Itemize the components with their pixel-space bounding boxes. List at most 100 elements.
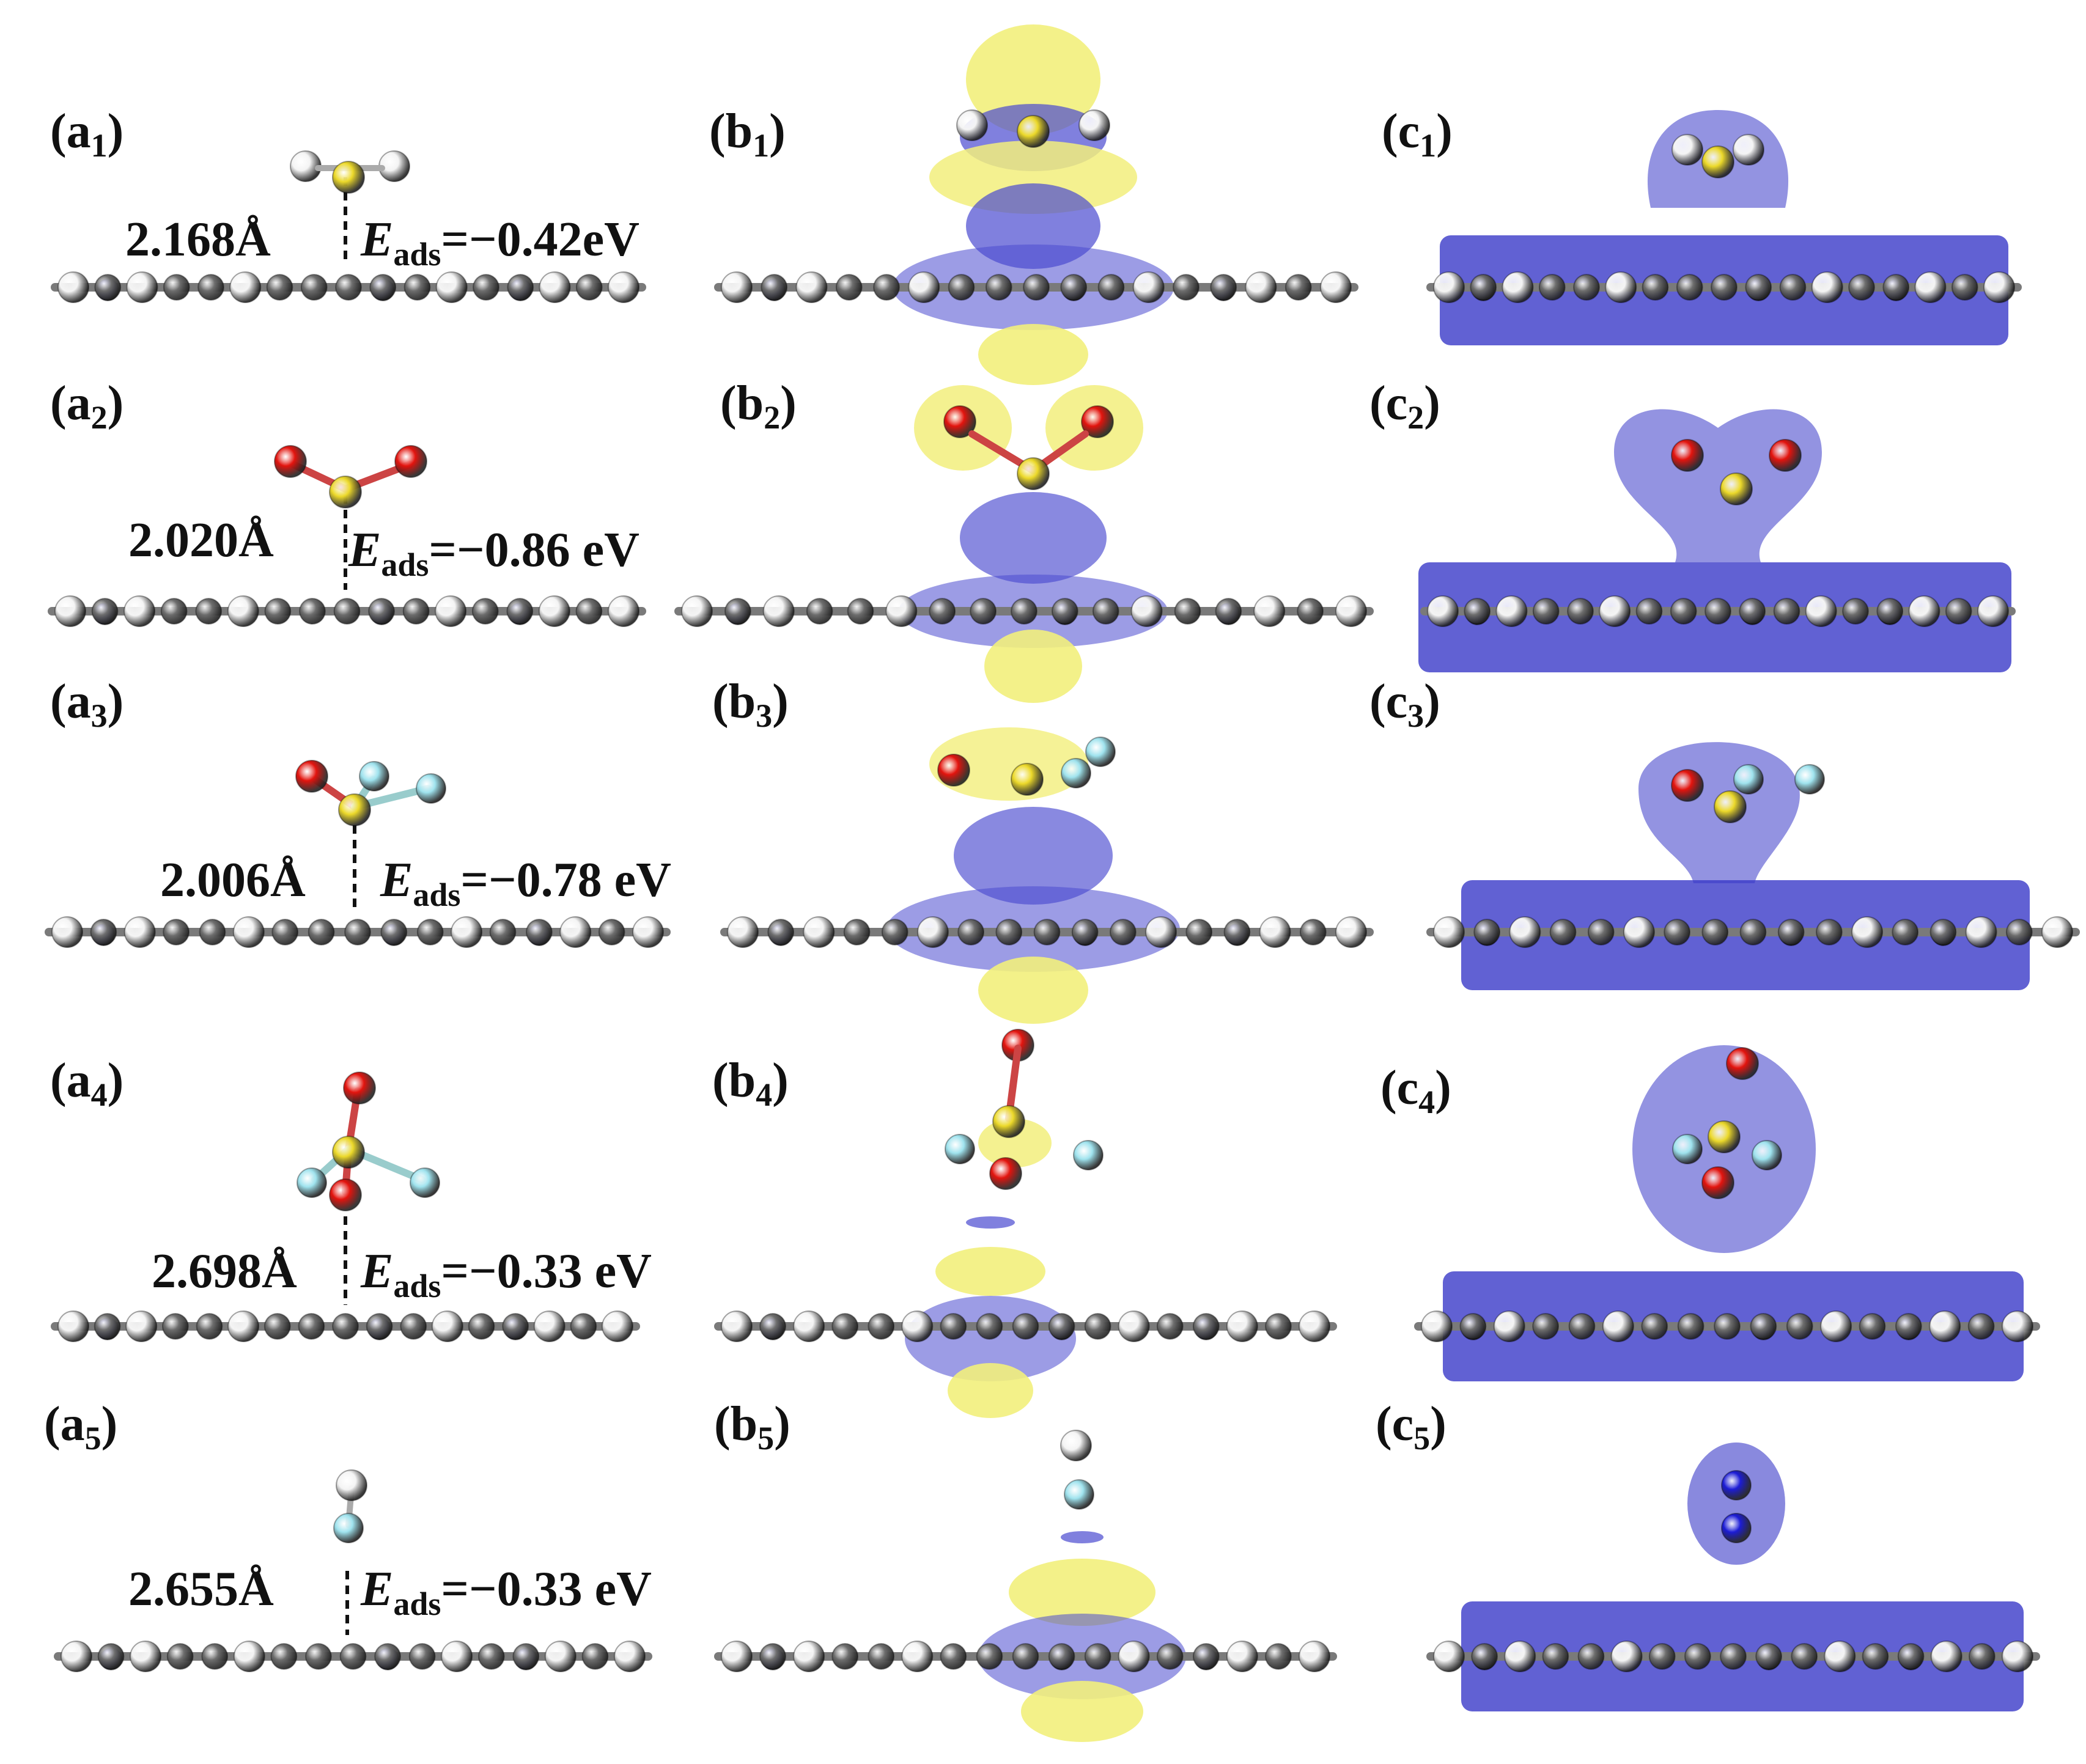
hydrogen-atom [908,271,940,303]
carbon-atom [404,274,431,301]
hydrogen-atom [1433,1641,1465,1672]
carbon-atom [1755,1643,1783,1670]
sulfur-atom [1720,472,1753,505]
carbon-atom [1542,1643,1569,1670]
hydrogen-atom [1060,1430,1092,1461]
carbon-atom [1842,598,1869,625]
hydrogen-atom [441,1641,473,1672]
hydrogen-atom [1983,271,2015,303]
carbon-atom [957,919,985,946]
carbon-atom [408,1643,436,1670]
carbon-atom [806,598,833,625]
hydrogen-atom [336,1469,367,1501]
carbon-atom [1011,598,1037,625]
hydrogen-atom [1245,271,1277,303]
oxygen-atom [394,445,427,478]
carbon-atom [1573,274,1600,301]
charge-accumulation-region [929,141,1137,214]
carbon-atom [1773,598,1800,625]
hydrogen-atom [1851,916,1884,948]
carbon-atom [1464,598,1491,625]
carbon-atom [402,598,430,625]
carbon-atom [1876,598,1904,625]
carbon-atom [1097,274,1125,301]
fluorine-atom [1733,764,1764,795]
hydrogen-atom [1320,271,1352,303]
carbon-atom [473,274,499,301]
adsorption-distance: 2.006Å [160,853,306,907]
carbon-atom [948,274,975,301]
carbon-atom [1051,598,1078,625]
charge-depletion-region [1061,1531,1104,1543]
hydrogen-atom [451,916,483,948]
sulfur-atom [329,476,362,509]
hydrogen-atom [1623,916,1655,948]
carbon-atom [1676,274,1703,301]
carbon-atom [581,1643,609,1670]
hydrogen-atom [795,271,828,303]
hydrogen-atom [1824,1641,1856,1672]
hydrogen-atom [602,1310,633,1342]
carbon-atom [759,1643,786,1670]
carbon-atom [374,1643,401,1670]
carbon-atom [767,919,795,946]
hydrogen-atom [1427,595,1459,627]
carbon-atom [1156,1643,1184,1670]
adsorption-energy: Eads=−0.78 eV [380,853,671,914]
carbon-atom [416,919,444,946]
hydrogen-atom [125,1310,158,1342]
carbon-atom [1664,919,1691,946]
hydrogen-atom [1132,271,1165,303]
carbon-atom [201,1643,229,1670]
hydrogen-atom [1253,595,1286,627]
hydrogen-atom [1733,134,1764,166]
carbon-atom [271,919,299,946]
hydrogen-atom [559,916,592,948]
charge-accumulation-region [948,1363,1033,1418]
carbon-atom [197,274,224,301]
fluorine-atom [1794,764,1825,795]
hydrogen-atom [2002,1641,2033,1672]
carbon-atom [1929,919,1957,946]
carbon-atom [1568,1313,1596,1340]
hydrogen-atom [1259,916,1291,948]
carbon-atom [266,274,293,301]
fluorine-atom [1752,1140,1782,1170]
oxygen-atom [937,754,970,787]
carbon-atom [1215,598,1242,625]
carbon-atom [333,598,361,625]
carbon-atom [305,1643,332,1670]
hydrogen-atom [1493,1310,1525,1342]
carbon-atom [970,598,997,625]
carbon-atom [94,1313,121,1340]
carbon-atom [761,274,788,301]
carbon-atom [339,1643,367,1670]
carbon-atom [1677,1313,1705,1340]
carbon-atom [843,919,871,946]
carbon-atom [1048,1313,1075,1340]
electron-density-envelope [1614,409,1822,562]
hydrogen-atom [803,916,835,948]
panel-label-b5: (b5) [714,1397,791,1457]
hydrogen-atom [431,1310,463,1342]
charge-accumulation-region [935,1247,1045,1296]
hydrogen-atom [1929,1310,1961,1342]
carbon-atom [1284,274,1312,301]
carbon-atom [1968,1643,1996,1670]
hydrogen-atom [227,1310,260,1342]
carbon-atom [525,919,553,946]
carbon-atom [163,274,190,301]
carbon-atom [1684,1643,1711,1670]
panel-label-c1: (c1) [1382,105,1453,164]
carbon-atom [90,919,117,946]
carbon-atom [1092,598,1119,625]
charge-depletion-region [966,1216,1015,1229]
carbon-atom [1642,274,1669,301]
hydrogen-atom [1299,1641,1330,1672]
fluorine-atom [297,1167,327,1198]
panel-label-b4: (b4) [712,1054,789,1114]
hydrogen-atom [916,916,949,948]
carbon-atom [2005,919,2033,946]
carbon-atom [1060,274,1088,301]
